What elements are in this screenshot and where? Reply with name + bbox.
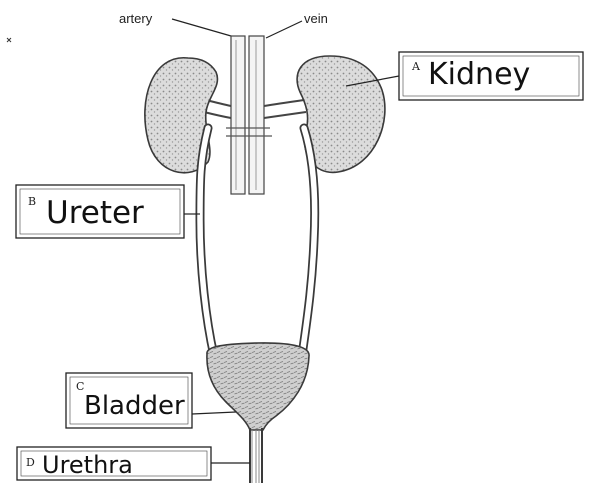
label-box-c: C Bladder	[66, 373, 192, 428]
label-b-text: Ureter	[46, 195, 144, 231]
label-box-d: D Urethra	[17, 447, 211, 480]
label-a-letter: A	[411, 60, 421, 73]
label-d-letter: D	[26, 456, 35, 469]
stray-mark	[7, 38, 11, 42]
label-c-leader	[192, 412, 236, 414]
bladder	[207, 343, 309, 430]
vein-label: vein	[304, 11, 328, 26]
label-b-letter: B	[28, 195, 36, 208]
label-a-text: Kidney	[428, 57, 530, 92]
label-d-text: Urethra	[42, 451, 133, 479]
artery-label: artery	[119, 11, 153, 26]
vein-leader-line	[266, 21, 302, 38]
great-vessels	[204, 36, 306, 194]
artery-leader-line	[172, 19, 238, 38]
label-box-b: B Ureter	[16, 185, 184, 238]
label-c-text: Bladder	[84, 391, 185, 421]
label-box-a: A Kidney	[399, 52, 583, 100]
